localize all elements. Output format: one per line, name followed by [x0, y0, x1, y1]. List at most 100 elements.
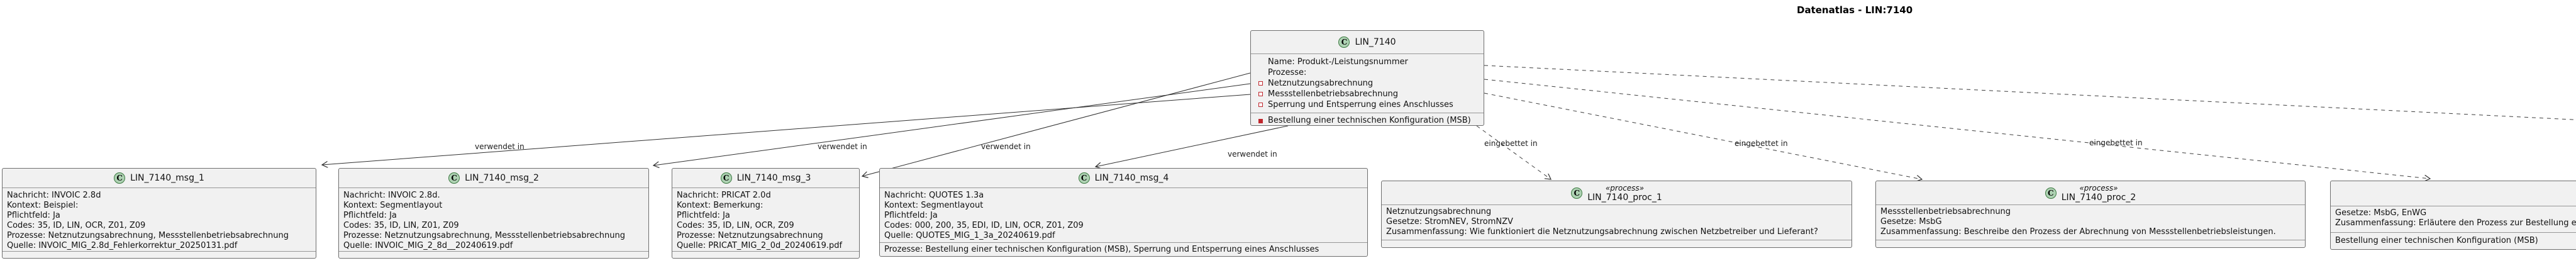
class-title: C LIN_7140_msg_1 [3, 169, 316, 188]
class-icon: C [114, 172, 126, 184]
attribute-line: Kontext: Bemerkung: [677, 201, 763, 210]
class-icon: C [720, 172, 732, 184]
attribute-line: Messstellenbetriebsabrechnung [1880, 207, 2011, 216]
attribute-line: Prozesse: Netznutzungsabrechnung [677, 231, 823, 240]
class-attributes: Nachricht: INVOIC 2.8d Kontext: Beispiel… [3, 188, 316, 251]
class-attributes: Messstellenbetriebsabrechnung Gesetze: M… [1876, 205, 2305, 240]
edge-label-eingebettet-in-3: eingebettet in [2089, 138, 2143, 147]
attribute-line: Codes: 35, ID, LIN, OCR, Z09 [677, 221, 794, 230]
field-icon [1258, 103, 1263, 107]
class-lin-7140-msg-2: C LIN_7140_msg_2 Nachricht: INVOIC 2.8d.… [338, 168, 649, 259]
attribute-line: Netznutzungsabrechnung [1255, 78, 1479, 89]
class-title [2331, 181, 2576, 206]
attribute-line: Codes: 35, ID, LIN, Z01, Z09 [343, 221, 459, 230]
class-title: C LIN_7140_msg_2 [339, 169, 648, 188]
class-name: LIN_7140_proc_2 [2061, 192, 2136, 203]
class-attributes: Nachricht: INVOIC 2.8d. Kontext: Segment… [339, 188, 648, 251]
field-icon [1258, 92, 1263, 96]
edge-central-msg3 [862, 72, 1251, 176]
class-methods: Bestellung einer technischen Konfigurati… [2331, 232, 2576, 249]
class-icon: C [2045, 187, 2057, 199]
class-methods-empty [3, 251, 316, 258]
field-icon [1258, 81, 1263, 86]
attribute-line: Pflichtfeld: Ja [677, 211, 730, 220]
edge-label-verwendet-in-2: verwendet in [818, 142, 867, 151]
class-stereotype: «process» [1605, 183, 1645, 193]
attribute-line: Quelle: INVOIC_MIG_2.8d_Fehlerkorrektur_… [7, 241, 238, 250]
edge-label-verwendet-in-4: verwendet in [1228, 150, 1277, 159]
edge-central-proc1 [1476, 125, 1551, 179]
class-methods-empty [339, 251, 648, 258]
edge-label-verwendet-in-3: verwendet in [981, 142, 1031, 151]
attribute-line: Nachricht: PRICAT 2.0d [677, 191, 771, 200]
attribute-line: Prozesse: Netznutzungsabrechnung, Messst… [7, 231, 289, 240]
attribute-line: Netznutzungsabrechnung [1386, 207, 1492, 216]
class-lin-7140-proc-2: C «process» LIN_7140_proc_2 Messstellenb… [1875, 181, 2306, 248]
attribute-line: Pflichtfeld: Ja [884, 211, 938, 220]
attribute-line: Nachricht: QUOTES 1.3a [884, 191, 984, 200]
class-name: LIN_7140 [1355, 37, 1396, 47]
attribute-line: Kontext: Segmentlayout [884, 201, 984, 210]
attribute-line: Codes: 000, 200, 35, EDI, ID, LIN, OCR, … [884, 221, 1084, 230]
attribute-line: Pflichtfeld: Ja [7, 211, 60, 220]
attribute-line: Zusammenfassung: Wie funktioniert die Ne… [1386, 227, 1818, 237]
attribute-line: Kontext: Segmentlayout [343, 201, 443, 210]
edge-central-msg4 [1096, 125, 1289, 167]
class-title: C «process» LIN_7140_proc_2 [1876, 181, 2305, 205]
class-icon: C [1338, 36, 1350, 48]
attribute-line: Prozesse: [1268, 68, 1307, 77]
class-attributes: Netznutzungsabrechnung Gesetze: StromNEV… [1382, 205, 1852, 240]
edge-label-eingebettet-in-2: eingebettet in [1735, 139, 1788, 148]
attribute-line: Gesetze: MsbG, EnWG [2335, 208, 2427, 218]
class-lin-7140-attributes: Name: Produkt-/Leistungsnummer Prozesse:… [1251, 54, 1484, 113]
class-methods-empty [672, 251, 859, 258]
class-methods-empty [1382, 240, 1852, 247]
edge-central-msg2 [653, 83, 1251, 165]
edge-label-eingebettet-in-1: eingebettet in [1484, 139, 1538, 148]
attribute-line: Kontext: Beispiel: [7, 201, 79, 210]
class-lin-7140-proc-1: C «process» LIN_7140_proc_1 Netznutzungs… [1381, 181, 1852, 248]
attribute-line: Gesetze: StromNEV, StromNZV [1386, 217, 1513, 227]
attribute-line: Zusammenfassung: Erläutere den Prozess z… [2335, 218, 2576, 228]
edge-central-proc2 [1484, 92, 1922, 179]
class-name: LIN_7140_proc_1 [1587, 192, 1662, 203]
edge-central-proc3 [1484, 79, 2430, 179]
attribute-line: Zusammenfassung: Beschreibe den Prozess … [1880, 227, 2276, 237]
attribute-line: Prozesse: Netznutzungsabrechnung, Messst… [343, 231, 625, 240]
attribute-line: Gesetze: MsbG [1880, 217, 1942, 227]
edge-central-msg1 [322, 94, 1251, 165]
attribute-line: Quelle: PRICAT_MIG_2_0d_20240619.pdf [677, 241, 843, 250]
class-icon: C [1571, 187, 1583, 199]
attribute-line: Name: Produkt-/Leistungsnummer [1268, 57, 1408, 67]
edge-label-verwendet-in-1: verwendet in [475, 142, 525, 151]
class-lin-7140-methods: Bestellung einer technischen Konfigurati… [1251, 113, 1484, 125]
class-lin-7140-msg-4: C LIN_7140_msg_4 Nachricht: QUOTES 1.3a … [879, 168, 1368, 257]
class-stereotype: «process» [2079, 183, 2118, 193]
method-line: Prozesse: Bestellung einer technischen K… [884, 245, 1319, 254]
attribute-line: Quelle: QUOTES_MIG_1_3a_20240619.pdf [884, 231, 1055, 240]
class-name: LIN_7140_msg_4 [1094, 173, 1169, 183]
class-name: LIN_7140_msg_2 [465, 173, 539, 183]
class-lin-7140-title: C LIN_7140 [1251, 31, 1484, 54]
attribute-line: Quelle: INVOIC_MIG_2_8d__20240619.pdf [343, 241, 513, 250]
attribute-line: Nachricht: INVOIC 2.8d [7, 191, 101, 200]
attribute-line: Nachricht: INVOIC 2.8d. [343, 191, 440, 200]
method-line: Bestellung einer technischen Konfigurati… [1255, 116, 1479, 125]
method-line: Bestellung einer technischen Konfigurati… [2335, 236, 2538, 245]
class-icon: C [448, 172, 460, 184]
class-name: LIN_7140_msg_3 [736, 173, 811, 183]
class-lin-7140-msg-3: C LIN_7140_msg_3 Nachricht: PRICAT 2.0d … [672, 168, 860, 259]
attribute-line: Sperrung und Entsperrung eines Anschluss… [1255, 99, 1479, 110]
attribute-line: Messstellenbetriebsabrechnung [1255, 89, 1479, 99]
class-methods: Prozesse: Bestellung einer technischen K… [880, 242, 1367, 256]
class-attributes: Nachricht: QUOTES 1.3a Kontext: Segmentl… [880, 188, 1367, 242]
class-title: C «process» LIN_7140_proc_1 [1382, 181, 1852, 205]
class-attributes: Gesetze: MsbG, EnWG Zusammenfassung: Erl… [2331, 206, 2576, 232]
class-methods-empty [1876, 240, 2305, 247]
attribute-line: Codes: 35, ID, LIN, OCR, Z01, Z09 [7, 221, 146, 230]
edge-central-offscreen [1484, 65, 2576, 120]
class-icon: C [1078, 172, 1090, 184]
method-icon [1258, 119, 1263, 123]
attribute-line: Pflichtfeld: Ja [343, 211, 397, 220]
